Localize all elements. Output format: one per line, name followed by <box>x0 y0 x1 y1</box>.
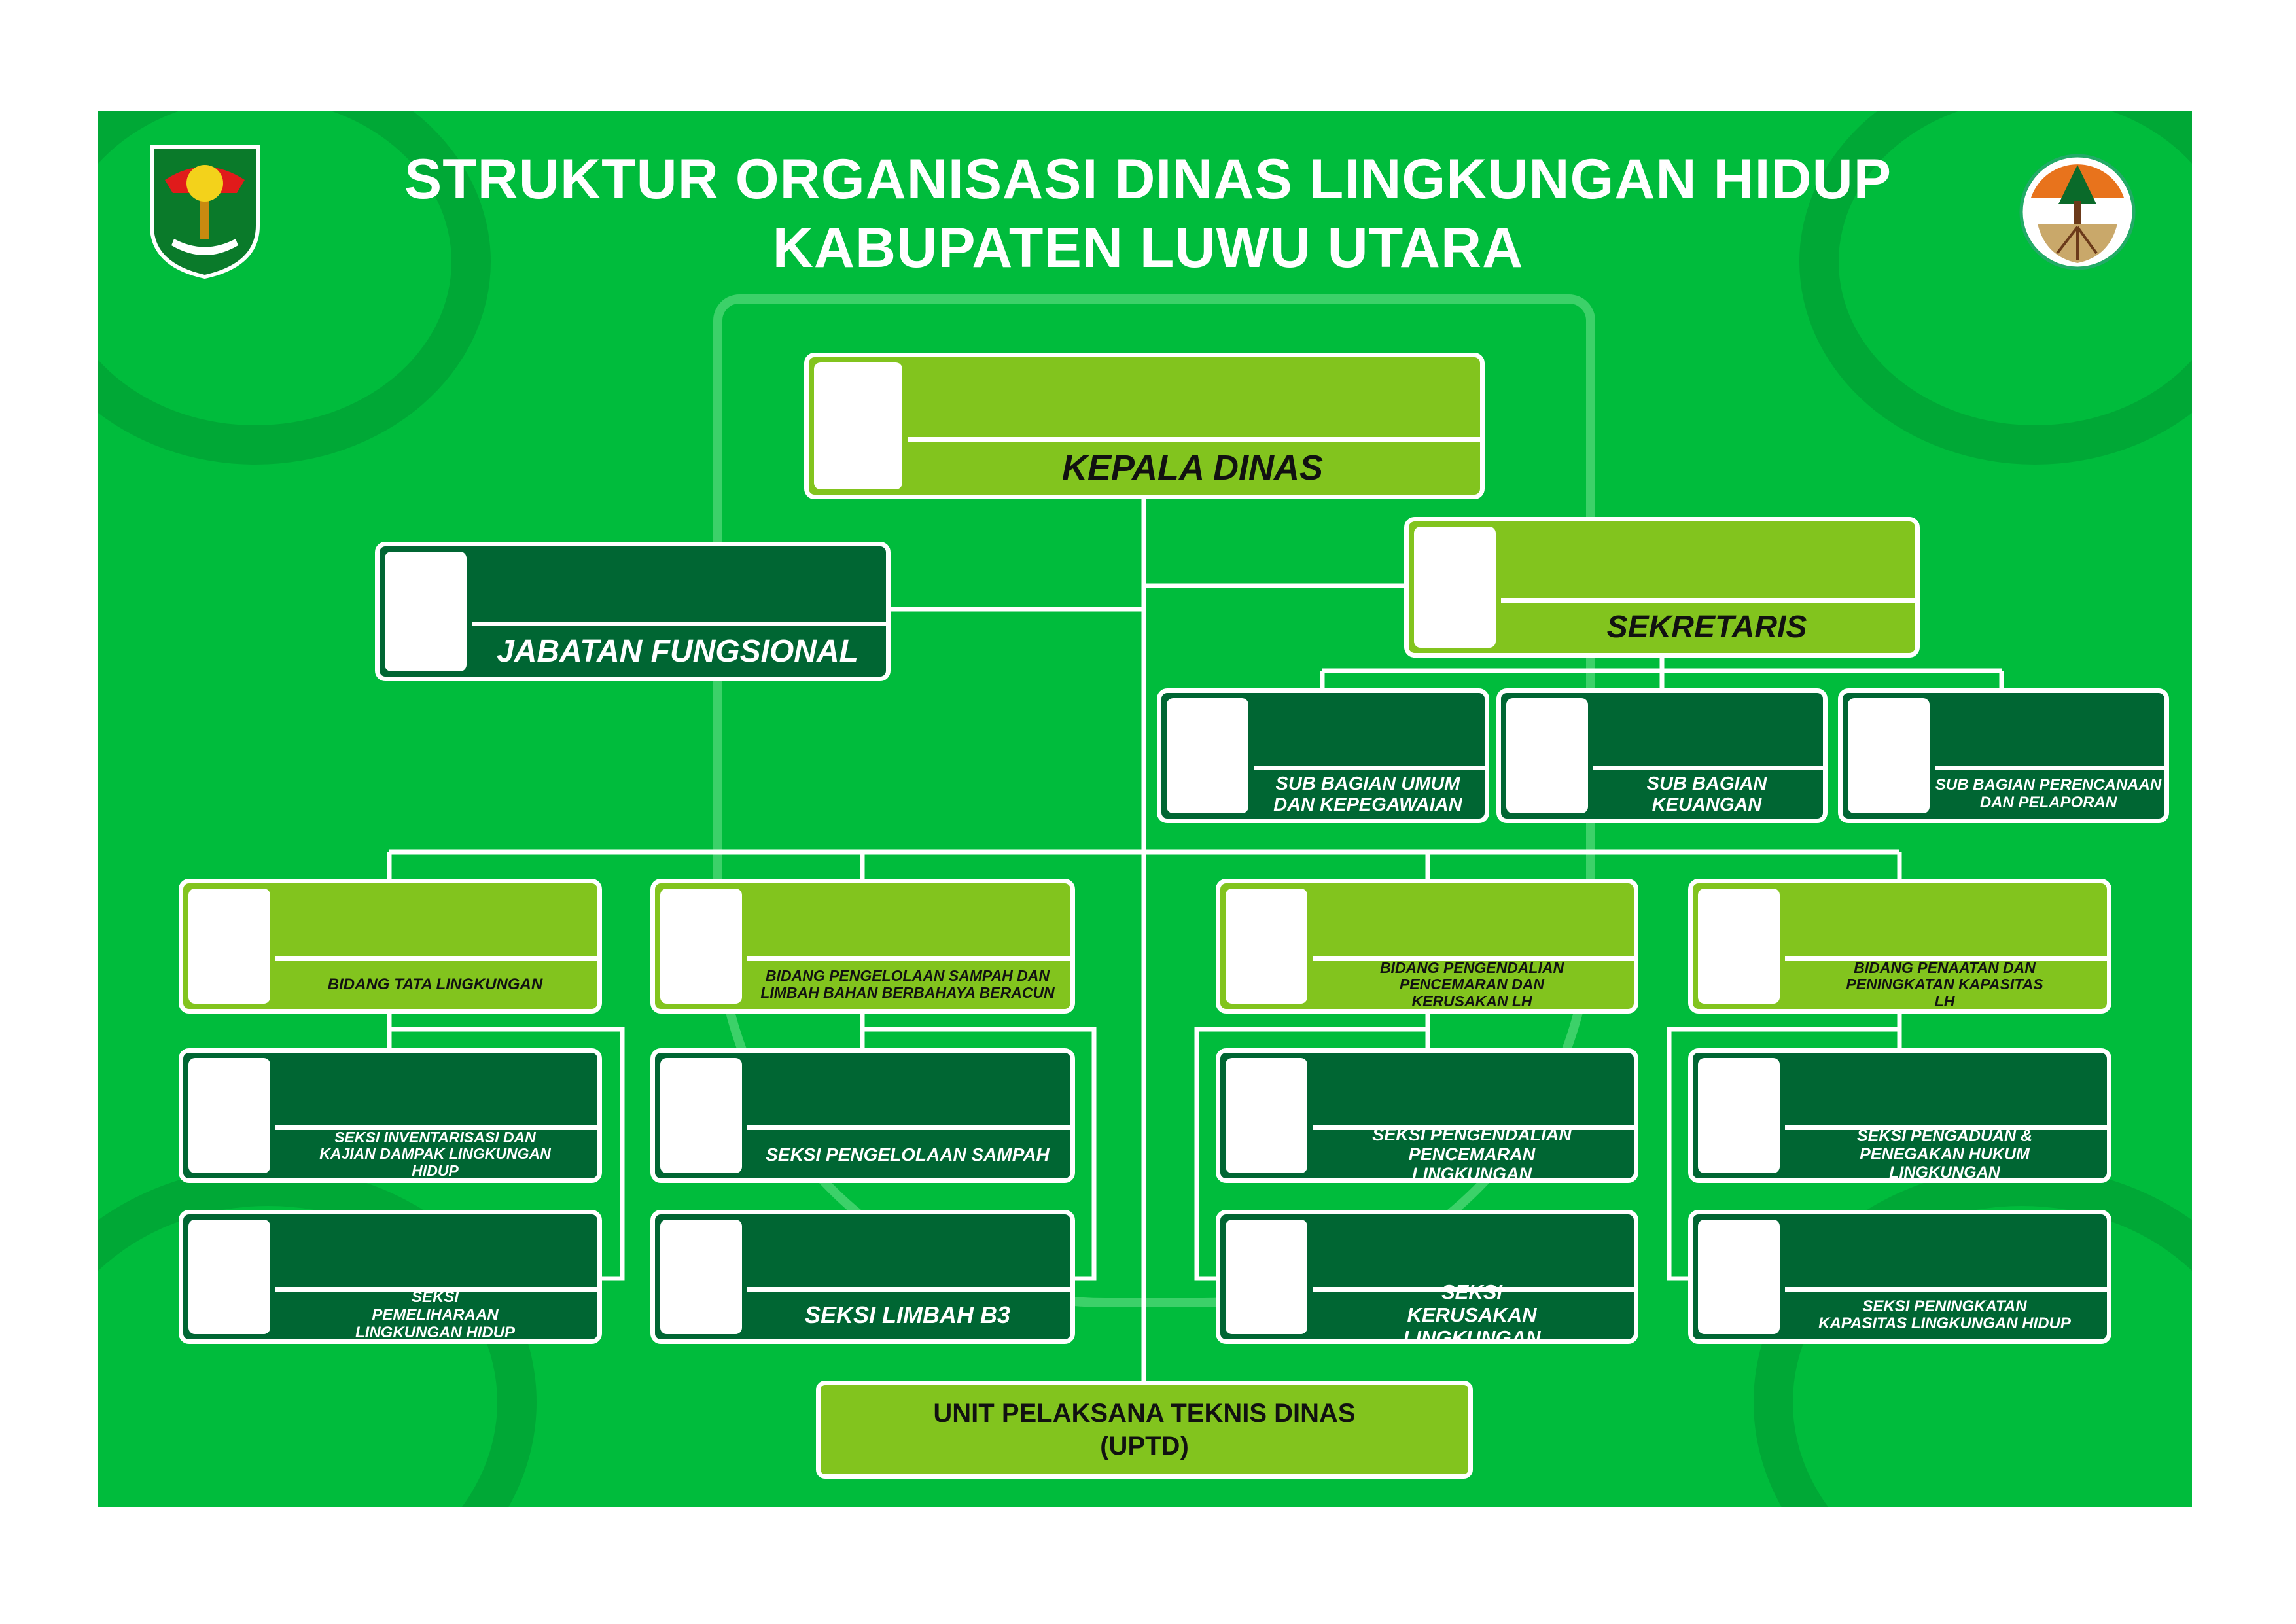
unit-label: SEKSI PENGELOLAAN SAMPAH <box>766 1144 1050 1165</box>
divider <box>1935 766 2164 771</box>
unit-label: BIDANG TATA LINGKUNGAN <box>327 975 543 993</box>
uptd-label: UNIT PELAKSANA TEKNIS DINAS <box>933 1399 1356 1428</box>
photo-placeholder <box>1698 1220 1780 1334</box>
divider <box>747 956 1070 961</box>
divider <box>1313 956 1634 961</box>
photo-placeholder <box>1226 889 1307 1004</box>
sub-bagian-umum-box: SUB BAGIAN UMUM DAN KEPEGAWAIAN <box>1157 688 1489 823</box>
connector-line <box>860 1014 1097 1281</box>
photo-placeholder <box>1698 1058 1780 1173</box>
unit-label: KEPALA DINAS <box>1061 448 1323 488</box>
bidang-penaatan-box: BIDANG PENAATAN DAN PENINGKATAN KAPASITA… <box>1688 879 2111 1014</box>
photo-placeholder <box>1414 527 1496 648</box>
divider <box>275 956 597 961</box>
photo-placeholder <box>188 889 270 1004</box>
divider <box>1254 766 1485 771</box>
jabatan-fungsional-box: JABATAN FUNGSIONAL <box>375 542 891 681</box>
klh-logo <box>2019 154 2136 270</box>
photo-placeholder <box>188 1058 270 1173</box>
title-line-1: STRUKTUR ORGANISASI DINAS LINGKUNGAN HID… <box>404 148 1892 211</box>
photo-placeholder <box>1226 1220 1307 1334</box>
unit-label: SEKSI INVENTARISASI DAN KAJIAN DAMPAK LI… <box>319 1128 551 1180</box>
kepala-dinas-box: KEPALA DINAS <box>804 353 1485 499</box>
photo-placeholder <box>1848 698 1930 813</box>
luwu-utara-logo <box>150 145 260 279</box>
unit-label: SEKSI PEMELIHARAAN LINGKUNGAN HIDUP <box>355 1288 515 1341</box>
photo-placeholder <box>188 1220 270 1334</box>
divider <box>1313 1286 1634 1292</box>
unit-label: BIDANG PENAATAN DAN PENINGKATAN KAPASITA… <box>1846 959 2043 1010</box>
uptd-box: UNIT PELAKSANA TEKNIS DINAS (UPTD) <box>816 1381 1473 1479</box>
divider <box>472 622 886 627</box>
bidang-pengelolaan-sampah-box: BIDANG PENGELOLAAN SAMPAH DAN LIMBAH BAH… <box>650 879 1075 1014</box>
seksi-pengaduan-box: SEKSI PENGADUAN & PENEGAKAN HUKUM LINGKU… <box>1688 1048 2111 1183</box>
sub-bagian-perencanaan-box: SUB BAGIAN PERENCANAAN DAN PELAPORAN <box>1838 688 2169 823</box>
connector-line <box>1667 1014 1902 1281</box>
unit-label: SUB BAGIAN UMUM DAN KEPEGAWAIAN <box>1273 773 1462 816</box>
unit-label: JABATAN FUNGSIONAL <box>497 633 858 669</box>
divider <box>1501 597 1915 603</box>
divider <box>1785 1125 2107 1131</box>
photo-placeholder <box>1167 698 1248 813</box>
sub-bagian-keuangan-box: SUB BAGIAN KEUANGAN <box>1496 688 1828 823</box>
seksi-pengendalian-pencemaran-box: SEKSI PENGENDALIAN PENCEMARAN LINGKUNGAN <box>1216 1048 1638 1183</box>
unit-label: SEKSI PENINGKATAN KAPASITAS LINGKUNGAN H… <box>1818 1297 2071 1333</box>
divider <box>747 1286 1070 1292</box>
seksi-pengelolaan-sampah-box: SEKSI PENGELOLAAN SAMPAH <box>650 1048 1075 1183</box>
unit-label: SUB BAGIAN KEUANGAN <box>1646 773 1767 816</box>
divider <box>275 1286 597 1292</box>
unit-label: SEKRETARIS <box>1606 610 1807 645</box>
divider <box>747 1125 1070 1131</box>
photo-placeholder <box>385 552 467 671</box>
unit-label: BIDANG PENGELOLAAN SAMPAH DAN LIMBAH BAH… <box>760 967 1055 1002</box>
connector-line <box>1194 1014 1430 1281</box>
seksi-inventarisasi-box: SEKSI INVENTARISASI DAN KAJIAN DAMPAK LI… <box>179 1048 602 1183</box>
unit-label: SEKSI LIMBAH B3 <box>804 1301 1011 1329</box>
divider <box>1785 956 2107 961</box>
photo-placeholder <box>660 1058 742 1173</box>
photo-placeholder <box>1506 698 1588 813</box>
divider <box>1785 1286 2107 1292</box>
unit-label: SEKSI PENGADUAN & PENEGAKAN HUKUM LINGKU… <box>1856 1127 2033 1182</box>
unit-label: SUB BAGIAN PERENCANAAN DAN PELAPORAN <box>1935 776 2162 812</box>
photo-placeholder <box>1226 1058 1307 1173</box>
photo-placeholder <box>1698 889 1780 1004</box>
divider <box>908 436 1480 442</box>
bidang-tata-lingkungan-box: BIDANG TATA LINGKUNGAN <box>179 879 602 1014</box>
photo-placeholder <box>660 889 742 1004</box>
divider <box>275 1125 597 1131</box>
uptd-abbrev: (UPTD) <box>1100 1432 1189 1460</box>
photo-placeholder <box>814 362 902 489</box>
divider <box>1313 1125 1634 1131</box>
photo-placeholder <box>660 1220 742 1334</box>
unit-label: SEKSI PENGENDALIAN PENCEMARAN LINGKUNGAN <box>1372 1124 1572 1183</box>
seksi-kerusakan-box: SEKSI KERUSAKAN LINGKUNGAN <box>1216 1210 1638 1344</box>
title-line-2: KABUPATEN LUWU UTARA <box>772 217 1524 279</box>
unit-label: BIDANG PENGENDALIAN PENCEMARAN DAN KERUS… <box>1379 959 1564 1010</box>
seksi-pemeliharaan-box: SEKSI PEMELIHARAAN LINGKUNGAN HIDUP <box>179 1210 602 1344</box>
connector-line <box>387 1014 625 1281</box>
bidang-pengendalian-box: BIDANG PENGENDALIAN PENCEMARAN DAN KERUS… <box>1216 879 1638 1014</box>
seksi-peningkatan-kapasitas-box: SEKSI PENINGKATAN KAPASITAS LINGKUNGAN H… <box>1688 1210 2111 1344</box>
sekretaris-box: SEKRETARIS <box>1404 517 1920 658</box>
seksi-limbah-b3-box: SEKSI LIMBAH B3 <box>650 1210 1075 1344</box>
divider <box>1593 766 1823 771</box>
unit-label: SEKSI KERUSAKAN LINGKUNGAN <box>1403 1280 1541 1344</box>
